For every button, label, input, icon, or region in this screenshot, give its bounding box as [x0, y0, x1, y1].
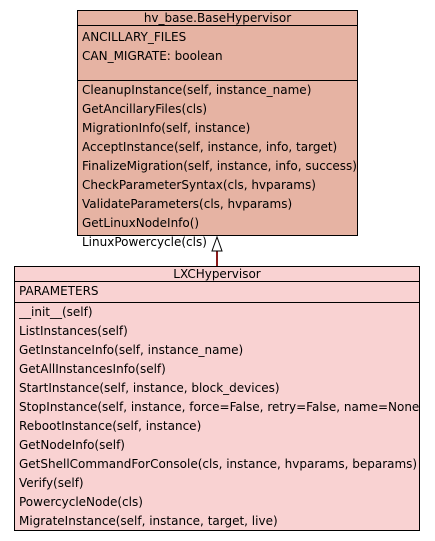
derived-method: ListInstances(self) [19, 324, 128, 338]
base-method: ValidateParameters(cls, hvparams) [82, 197, 293, 211]
derived-class-box[interactable]: LXCHypervisor PARAMETERS __init__(self) … [14, 266, 420, 531]
derived-class-name: LXCHypervisor [15, 267, 419, 282]
derived-class-methods: __init__(self) ListInstances(self) GetIn… [15, 303, 419, 531]
base-method: CheckParameterSyntax(cls, hvparams) [82, 178, 316, 192]
base-method: GetLinuxNodeInfo() [82, 216, 200, 230]
derived-method: GetNodeInfo(self) [19, 438, 125, 452]
derived-method: MigrateInstance(self, instance, target, … [19, 514, 278, 528]
derived-method: __init__(self) [19, 305, 93, 319]
derived-method: Verify(self) [19, 476, 84, 490]
derived-method: GetAllInstancesInfo(self) [19, 362, 166, 376]
derived-class-attributes: PARAMETERS [15, 282, 419, 303]
derived-method: RebootInstance(self, instance) [19, 419, 202, 433]
base-class-methods: CleanupInstance(self, instance_name) Get… [78, 81, 357, 252]
base-method: AcceptInstance(self, instance, info, tar… [82, 140, 338, 154]
base-class-attributes: ANCILLARY_FILES CAN_MIGRATE: boolean [78, 26, 357, 81]
derived-method: StopInstance(self, instance, force=False… [19, 400, 419, 414]
derived-method: StartInstance(self, instance, block_devi… [19, 381, 280, 395]
base-attribute: CAN_MIGRATE: boolean [82, 49, 223, 63]
base-method: MigrationInfo(self, instance) [82, 121, 251, 135]
derived-attribute: PARAMETERS [19, 284, 99, 298]
base-method: FinalizeMigration(self, instance, info, … [82, 159, 357, 173]
base-method: LinuxPowercycle(cls) [82, 235, 207, 249]
base-method: CleanupInstance(self, instance_name) [82, 83, 312, 97]
derived-method: GetInstanceInfo(self, instance_name) [19, 343, 244, 357]
base-class-name: hv_base.BaseHypervisor [78, 11, 357, 26]
base-class-box[interactable]: hv_base.BaseHypervisor ANCILLARY_FILES C… [77, 10, 358, 249]
derived-method: PowercycleNode(cls) [19, 495, 143, 509]
derived-method: GetShellCommandForConsole(cls, instance,… [19, 457, 418, 471]
base-attribute: ANCILLARY_FILES [82, 30, 187, 44]
base-method: GetAncillaryFiles(cls) [82, 102, 208, 116]
